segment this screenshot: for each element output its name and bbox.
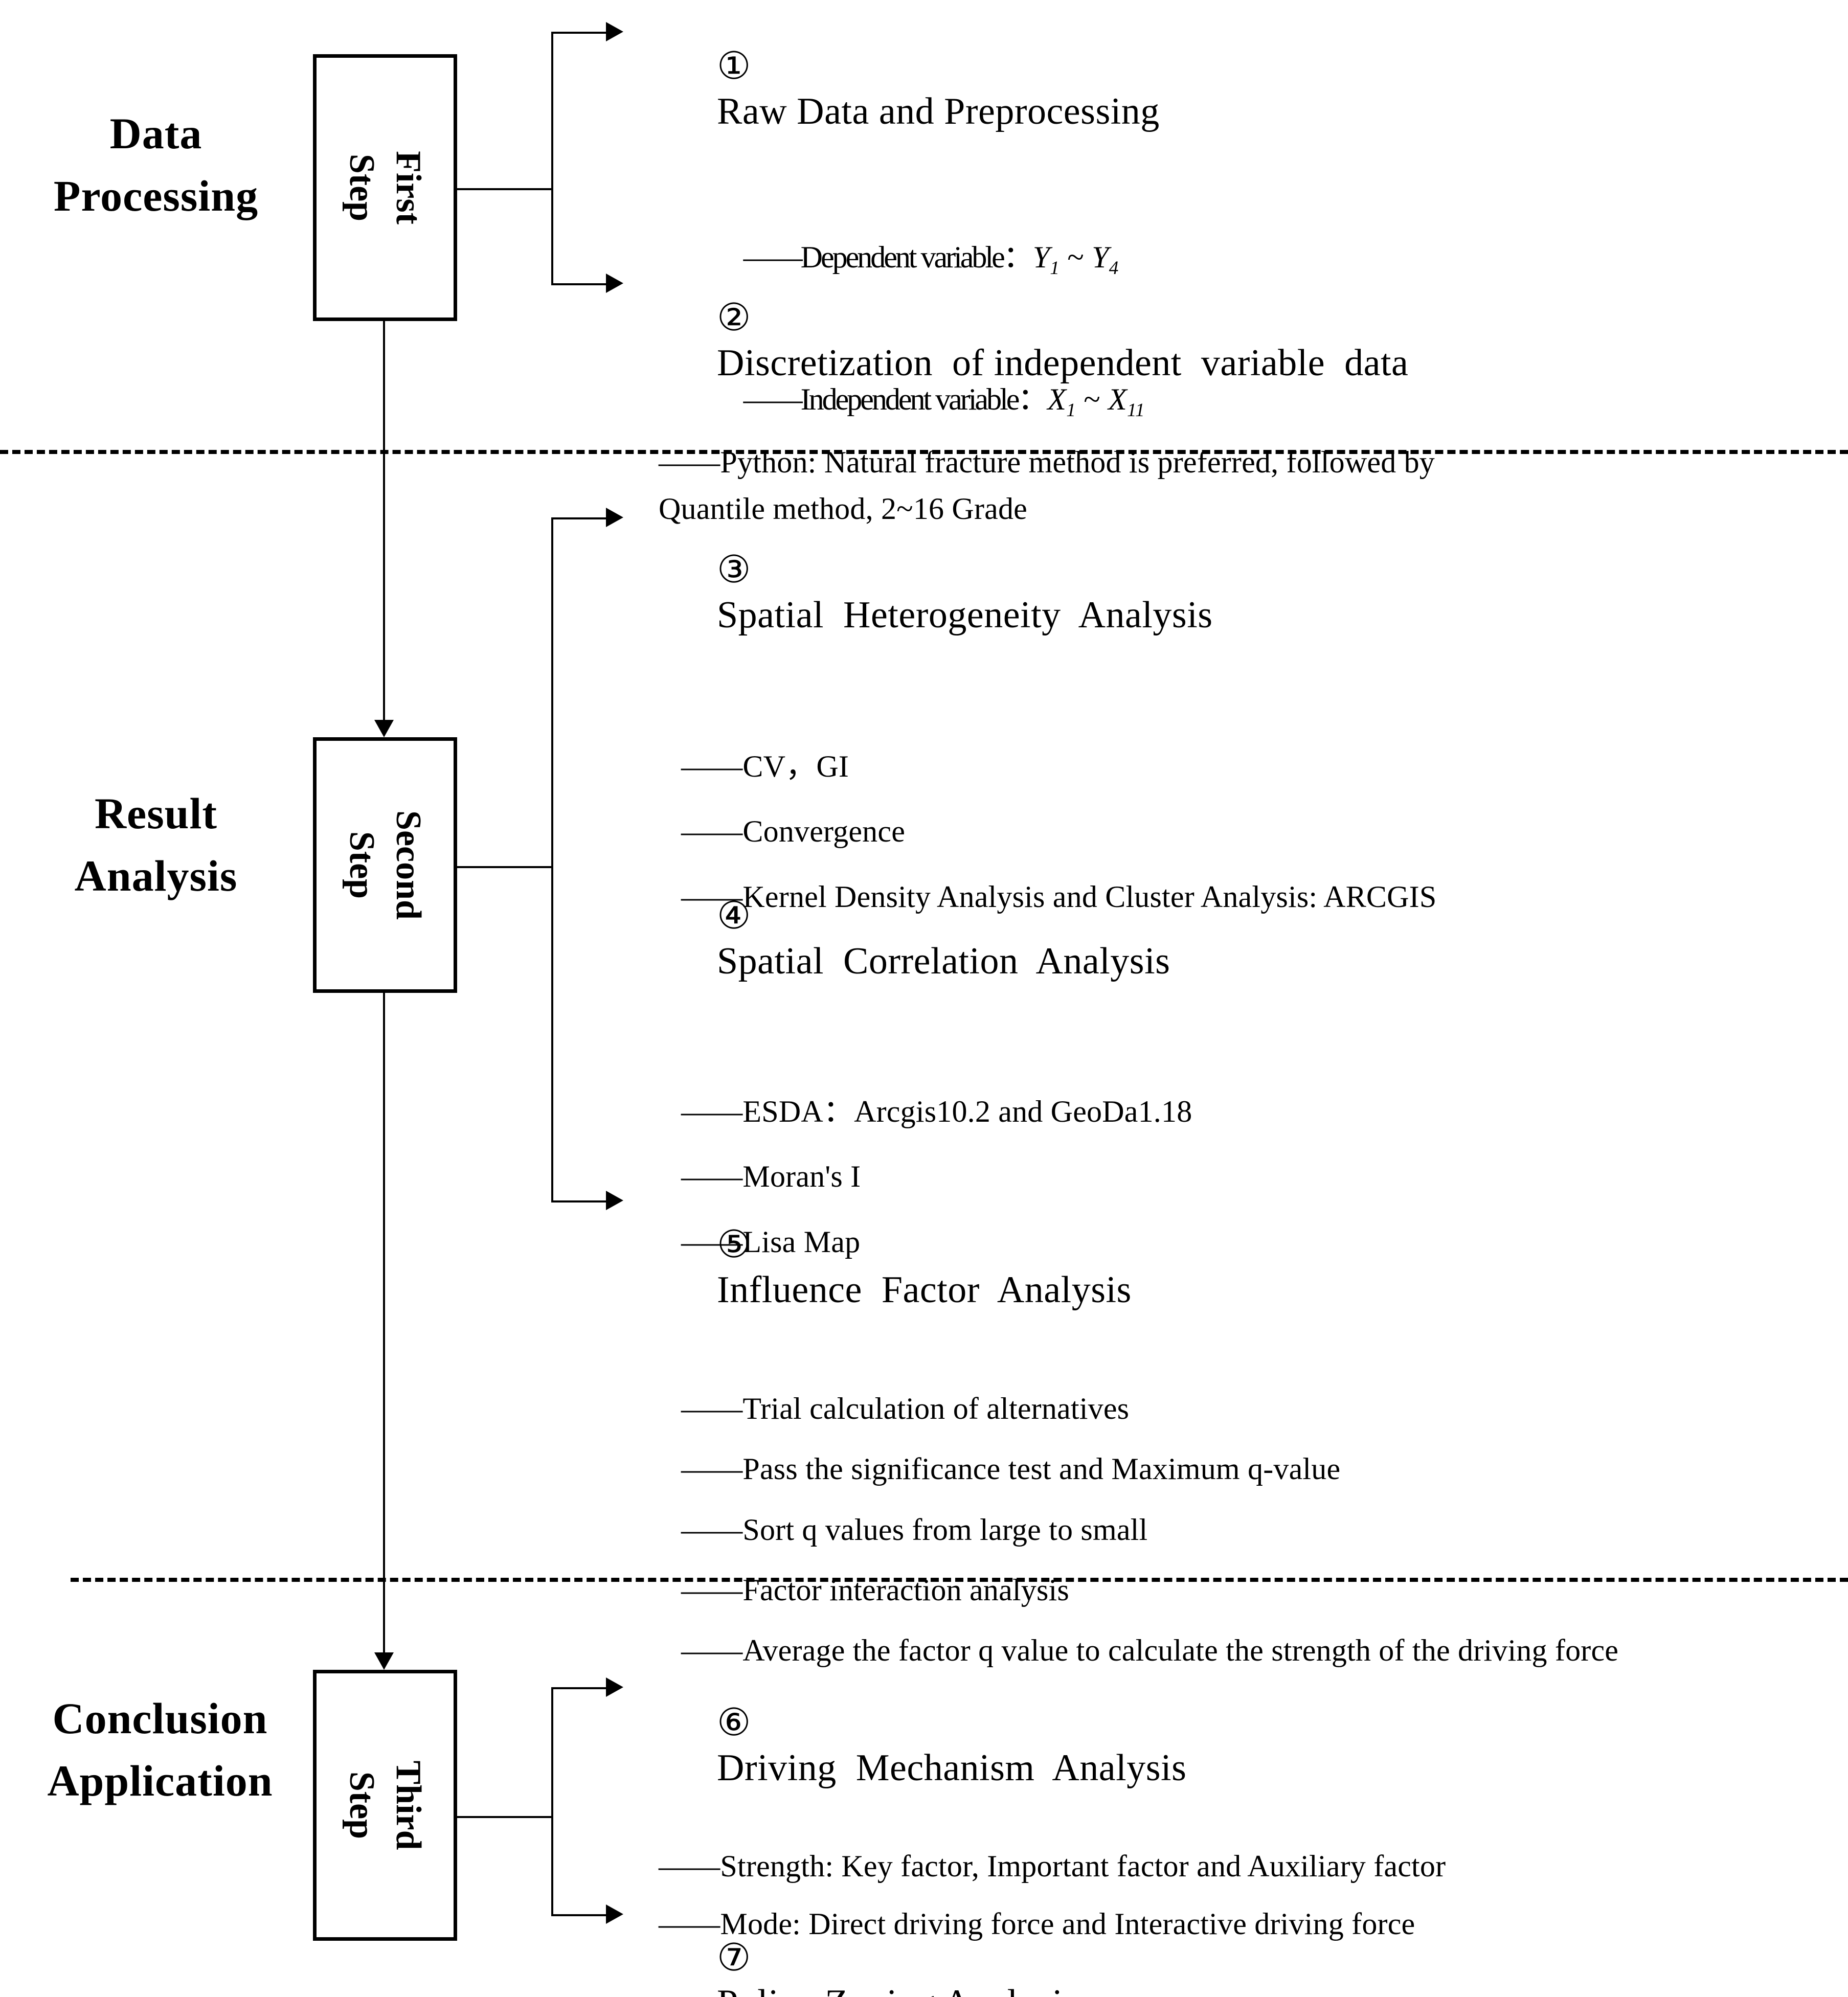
- bullet-dash-icon: ——Dependent variable：: [743, 240, 1034, 275]
- var-y-from-sub: 1: [1050, 258, 1060, 279]
- section-6-title: Driving Mechanism Analysis: [717, 1746, 1187, 1789]
- var-x-from-sub: 1: [1066, 400, 1076, 421]
- bullet-sort-q-values: ——Sort q values from large to small: [681, 1512, 1148, 1547]
- section-discretization: ② Discretization of independent variable…: [659, 252, 1497, 533]
- circled-number-6-icon: ⑥: [717, 1702, 751, 1744]
- bullet-trial-calculation: ——Trial calculation of alternatives: [681, 1392, 1130, 1426]
- circled-number-4-icon: ④: [717, 895, 751, 938]
- section-influence-factor: ⑤ Influence Factor Analysis ——Trial calc…: [659, 1178, 1618, 1674]
- arrow-step2-to-s5: [606, 1191, 623, 1210]
- connector-step3-to-s7: [551, 1914, 607, 1916]
- section-5-title: Influence Factor Analysis: [717, 1268, 1132, 1311]
- step-box-third[interactable]: Third Step: [313, 1670, 457, 1941]
- connector-step1-to-s1: [551, 32, 607, 34]
- bullet-cv-gi: ——CV，GI: [681, 750, 849, 784]
- section-5-title-row: ⑤ Influence Factor Analysis: [659, 1178, 1618, 1357]
- section-policy-zoning: ⑦ Policy Zoning Analysis ——BCG: stars, c…: [659, 1892, 1138, 1997]
- connector-step2-to-step3: [383, 993, 385, 1658]
- section-6-title-row: ⑥ Driving Mechanism Analysis: [659, 1656, 1446, 1835]
- stage-label-conclusion-application: Conclusion Application: [47, 1694, 273, 1806]
- section-7-title-row: ⑦ Policy Zoning Analysis: [659, 1892, 1138, 1997]
- section-3-title-row: ③ Spatial Heterogeneity Analysis: [659, 504, 1436, 682]
- bullet-esda: ——ESDA：Arcgis10.2 and GeoDa1.18: [681, 1095, 1192, 1129]
- connector-step3-riser: [551, 1687, 553, 1916]
- var-x-to: X: [1108, 382, 1127, 417]
- section-1-title-row: ① Raw Data and Preprocessing: [659, 0, 1160, 178]
- var-y-from: Y: [1032, 240, 1050, 275]
- stage-label-result-analysis: Result Analysis: [74, 789, 238, 901]
- arrow-step1-to-s1: [606, 22, 623, 41]
- section-3-title: Spatial Heterogeneity Analysis: [717, 594, 1213, 636]
- bullet-average-factor-q: ——Average the factor q value to calculat…: [681, 1633, 1619, 1667]
- section-spatial-heterogeneity: ③ Spatial Heterogeneity Analysis ——CV，GI…: [659, 504, 1436, 920]
- section-1-bullets: ——Dependent variable：Y1 ~ Y4 ——Independe…: [659, 188, 1160, 472]
- connector-step1-to-step2: [383, 321, 385, 725]
- section-2-title: Discretization of independent variable d…: [717, 342, 1409, 384]
- section-6-bullets: ——Strength: Key factor, Important factor…: [659, 1843, 1446, 1947]
- arrow-step2-to-s3: [606, 508, 623, 527]
- bullet-convergence: ——Convergence: [681, 814, 906, 849]
- bullet-factor-interaction: ——Factor interaction analysis: [681, 1573, 1069, 1607]
- bullet-morans-i: ——Moran's I: [681, 1160, 861, 1194]
- circled-number-7-icon: ⑦: [717, 1937, 751, 1980]
- bullet-significance-test: ——Pass the significance test and Maximum…: [681, 1452, 1341, 1486]
- section-4-bullets: ——ESDA：Arcgis10.2 and GeoDa1.18 ——Moran'…: [681, 1088, 1192, 1265]
- section-3-bullets: ——CV，GI ——Convergence ——Kernel Density A…: [681, 743, 1436, 920]
- circled-number-5-icon: ⑤: [717, 1224, 751, 1266]
- section-4-title: Spatial Correlation Analysis: [717, 940, 1170, 982]
- circled-number-1-icon: ①: [717, 46, 751, 88]
- var-x-tilde: ~: [1076, 382, 1109, 417]
- bullet-lisa-map: ——Lisa Map: [681, 1224, 861, 1259]
- bullet-python-method: ——Python: Natural fracture method is pre…: [659, 445, 1435, 526]
- separator-line-2: [71, 1578, 1848, 1582]
- section-spatial-correlation: ④ Spatial Correlation Analysis ——ESDA：Ar…: [659, 850, 1192, 1265]
- step-box-second[interactable]: Second Step: [313, 737, 457, 993]
- step-box-first[interactable]: First Step: [313, 54, 457, 321]
- stage-label-data-processing: Data Processing: [53, 109, 259, 221]
- section-4-title-row: ④ Spatial Correlation Analysis: [659, 850, 1192, 1028]
- bullet-mode-driving-force: ——Mode: Direct driving force and Interac…: [659, 1907, 1415, 1941]
- circled-number-2-icon: ②: [717, 297, 751, 339]
- arrow-step2-to-step3: [374, 1652, 394, 1670]
- connector-step2-to-s5: [551, 1200, 607, 1202]
- section-2-bullets: ——Python: Natural fracture method is pre…: [659, 439, 1497, 532]
- circled-number-3-icon: ③: [717, 549, 751, 592]
- bullet-independent-variable: ——Independent variable：X1 ~ X11: [681, 330, 1160, 472]
- step-box-third-label: Third Step: [342, 1760, 428, 1850]
- section-1-title: Raw Data and Preprocessing: [717, 90, 1160, 132]
- section-2-title-row: ② Discretization of independent variable…: [659, 252, 1497, 430]
- connector-step1-to-s2: [551, 283, 607, 285]
- section-raw-data-preprocessing: ① Raw Data and Preprocessing ——Dependent…: [659, 0, 1160, 472]
- arrow-step1-to-step2: [374, 720, 394, 737]
- connector-step2-stub: [456, 866, 552, 868]
- var-x-from: X: [1047, 382, 1067, 417]
- connector-step2-to-s3: [551, 517, 607, 519]
- bullet-dash-icon: ——Independent variable：: [743, 382, 1049, 417]
- connector-step3-to-s6: [551, 1687, 607, 1689]
- arrow-step1-to-s2: [606, 274, 623, 293]
- var-y-to: Y: [1092, 240, 1109, 275]
- bullet-kernel-density: ——Kernel Density Analysis and Cluster An…: [681, 879, 1437, 914]
- separator-line-1: [0, 450, 1848, 454]
- connector-step2-riser: [551, 517, 553, 1202]
- section-driving-mechanism: ⑥ Driving Mechanism Analysis ——Strength:…: [659, 1656, 1446, 1948]
- bullet-dependent-variable: ——Dependent variable：Y1 ~ Y4: [681, 188, 1160, 330]
- var-y-tilde: ~: [1060, 240, 1092, 275]
- var-x-to-sub: 11: [1126, 400, 1145, 421]
- step-box-first-label: First Step: [342, 151, 428, 224]
- step-box-second-label: Second Step: [342, 810, 428, 920]
- var-y-to-sub: 4: [1109, 258, 1119, 279]
- section-7-title: Policy Zoning Analysis: [717, 1982, 1078, 1997]
- arrow-step3-to-s6: [606, 1677, 623, 1697]
- arrow-step3-to-s7: [606, 1904, 623, 1924]
- connector-step1-riser: [551, 32, 553, 285]
- bullet-strength-factors: ——Strength: Key factor, Important factor…: [659, 1849, 1446, 1883]
- connector-step1-stub: [456, 188, 552, 190]
- connector-step3-stub: [456, 1816, 552, 1818]
- section-5-bullets: ——Trial calculation of alternatives ——Pa…: [681, 1386, 1618, 1674]
